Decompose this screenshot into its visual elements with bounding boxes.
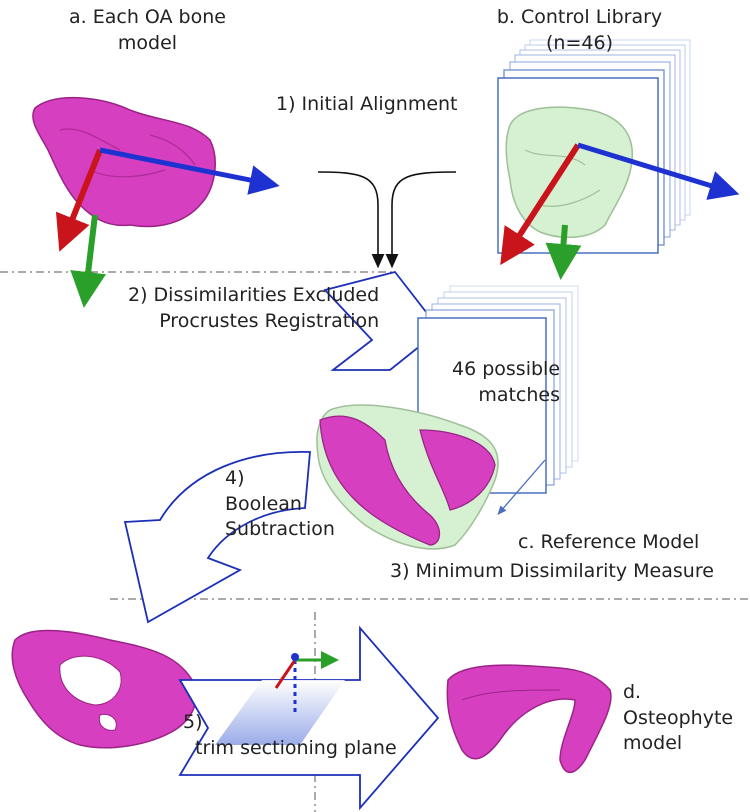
label-matches-line2: matches (478, 383, 561, 406)
axis-triad-icon (55, 147, 280, 308)
label-a: a. Each OA bone model (50, 5, 245, 56)
control-bone-model (500, 106, 740, 280)
label-step5-line2: trim sectioning plane (195, 736, 397, 759)
label-step4: 4) Boolean Subtraction (225, 466, 335, 543)
alignment-funnel-icon (317, 171, 457, 269)
label-step2: 2) Dissimilarities Excluded Procrustes R… (128, 283, 379, 334)
label-c: c. Reference Model (518, 531, 700, 553)
label-b-line1: b. Control Library (496, 6, 663, 28)
label-step2-line1: 2) Dissimilarities Excluded (128, 284, 380, 306)
oa-bone-model (32, 96, 280, 308)
label-a-line1: a. Each OA bone (69, 6, 226, 28)
label-d-line2: Osteophyte (623, 706, 734, 729)
osteophyte-model (446, 664, 612, 774)
label-matches-line1: 46 possible (452, 358, 561, 380)
label-step4-line2: Boolean (225, 492, 302, 515)
reference-model (316, 404, 499, 550)
selection-arrow (497, 459, 546, 515)
label-d-line1: d. (623, 681, 642, 703)
label-b: b. Control Library (n=46) (482, 5, 677, 56)
subtracted-bone (11, 629, 197, 749)
axis-triad-icon (500, 142, 740, 280)
curved-arrow-icon (123, 451, 311, 624)
label-step5-line1: 5) (183, 711, 203, 733)
label-step1: 1) Initial Alignment (276, 93, 458, 115)
sectioning-plane-icon (215, 651, 345, 745)
label-d-line3: model (623, 732, 683, 755)
label-step2-line2: Procrustes Registration (159, 309, 380, 332)
label-step4-line1: 4) (225, 467, 245, 489)
label-b-line2: (n=46) (546, 31, 613, 54)
label-step4-line3: Subtraction (225, 518, 335, 541)
label-step3: 3) Minimum Dissimilarity Measure (390, 560, 714, 582)
label-d: d. Osteophyte model (623, 680, 733, 757)
label-matches: 46 possible matches (452, 357, 560, 408)
label-a-line2: model (117, 31, 178, 54)
label-step5: 5) trim sectioning plane (183, 710, 397, 761)
